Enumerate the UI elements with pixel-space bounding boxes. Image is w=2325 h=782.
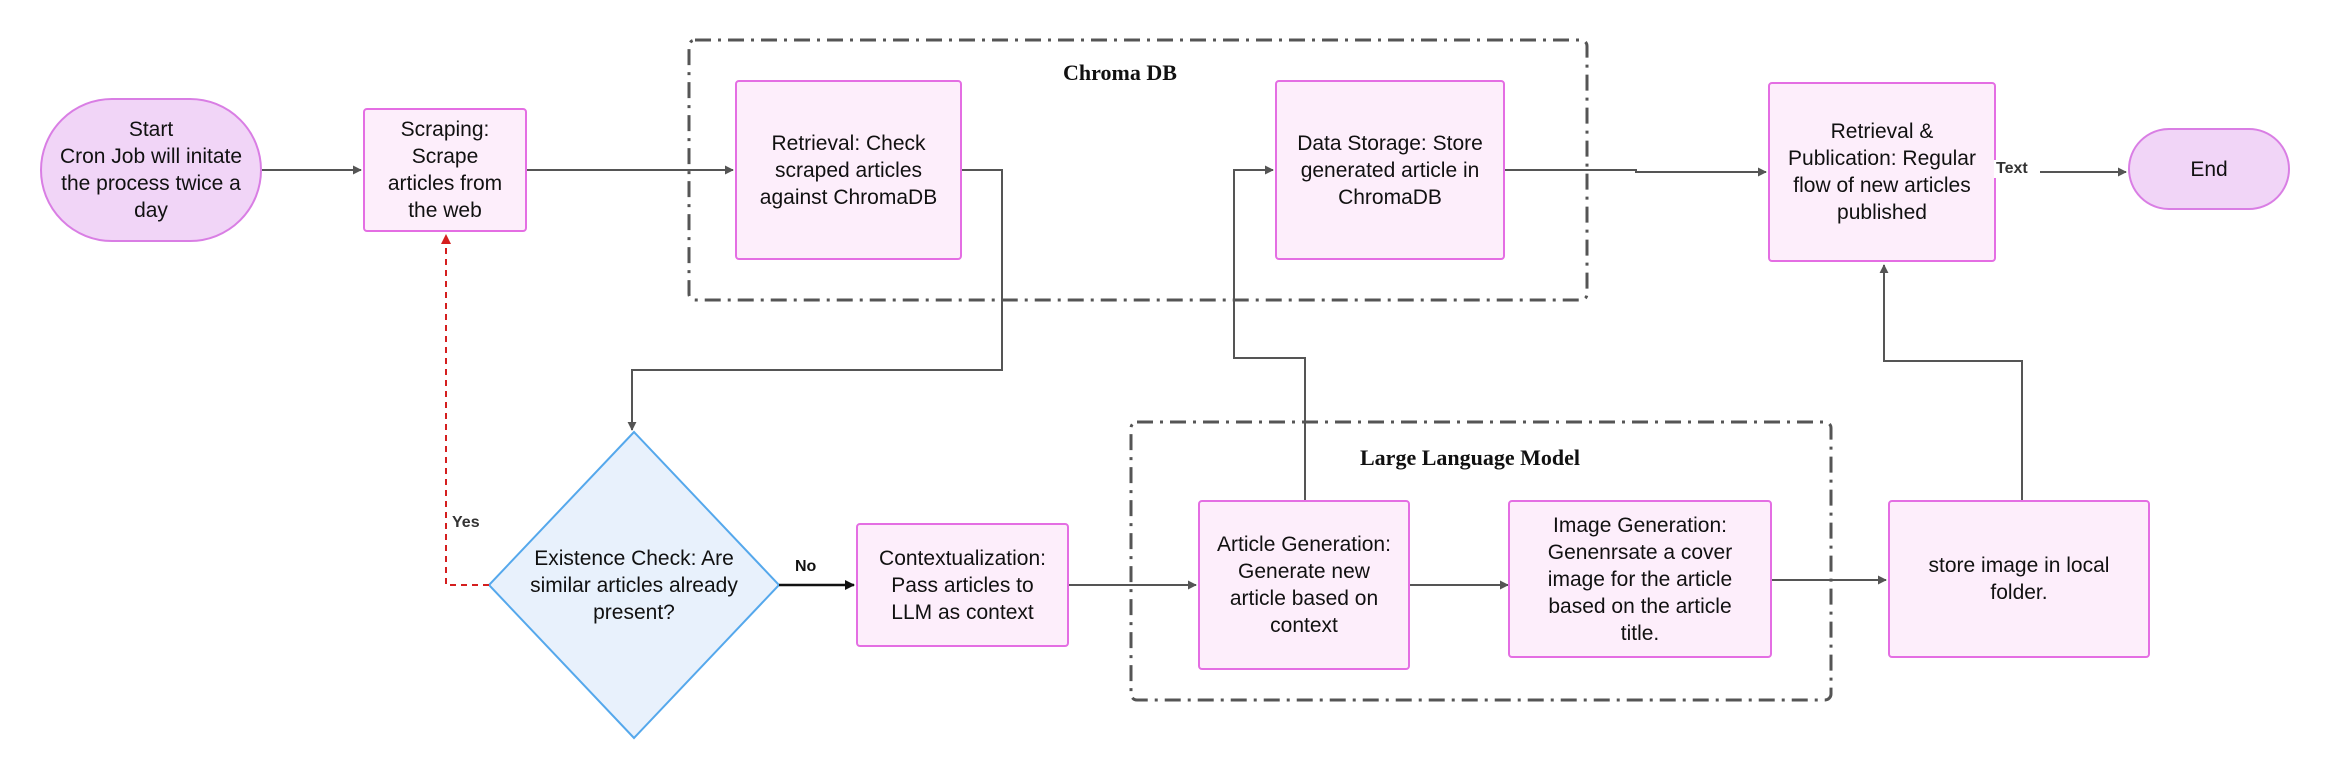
llm-group-title: Large Language Model: [1360, 445, 1580, 470]
image-generation-node[interactable]: Image Generation: Genenrsate a cover ima…: [1508, 500, 1772, 658]
start-terminal[interactable]: Start Cron Job will initate the process …: [40, 98, 262, 242]
chroma-db-group: [687, 38, 1589, 302]
edge-store-to-publication: [1879, 264, 2023, 500]
start-label: Start Cron Job will initate the process …: [59, 118, 243, 222]
edge-existence-yes-to-scraping: [441, 234, 489, 586]
edge-article-to-storage: [1233, 165, 1306, 500]
article-generation-node[interactable]: Article Generation: Generate new article…: [1198, 500, 1410, 670]
edge-storage-to-publication: [1505, 167, 1767, 177]
store-image-node[interactable]: store image in local folder.: [1888, 500, 2150, 658]
contextualization-node[interactable]: Contextualization: Pass articles to LLM …: [856, 523, 1069, 647]
data-storage-label: Data Storage: Store generated article in…: [1297, 131, 1483, 209]
edge-label-text: Text: [1994, 160, 2030, 178]
retrieval-label: Retrieval: Check scraped articles agains…: [759, 131, 938, 209]
scraping-node[interactable]: Scraping: Scrape articles from the web: [363, 108, 527, 232]
publication-node[interactable]: Retrieval & Publication: Regular flow of…: [1768, 82, 1996, 262]
retrieval-node[interactable]: Retrieval: Check scraped articles agains…: [735, 80, 962, 260]
data-storage-node[interactable]: Data Storage: Store generated article in…: [1275, 80, 1505, 260]
edge-retrieval-to-existence: [627, 169, 1003, 431]
chroma-db-title: Chroma DB: [1063, 60, 1177, 85]
article-generation-label: Article Generation: Generate new article…: [1217, 533, 1391, 637]
llm-group: [1129, 420, 1833, 702]
image-generation-label: Image Generation: Genenrsate a cover ima…: [1547, 513, 1733, 645]
edge-label-no: No: [795, 558, 817, 575]
end-terminal[interactable]: End: [2128, 128, 2290, 210]
contextualization-label: Contextualization: Pass articles to LLM …: [879, 546, 1046, 624]
existence-check-label-box: Existence Check: Are similar articles al…: [514, 530, 754, 640]
existence-check-diamond[interactable]: [487, 430, 781, 740]
store-image-label: store image in local folder.: [1928, 554, 2110, 604]
scraping-label: Scraping: Scrape articles from the web: [387, 118, 503, 222]
edge-label-yes: Yes: [452, 514, 480, 531]
publication-label: Retrieval & Publication: Regular flow of…: [1788, 120, 1976, 224]
existence-check-label: Existence Check: Are similar articles al…: [530, 546, 738, 624]
end-label: End: [2190, 157, 2228, 181]
